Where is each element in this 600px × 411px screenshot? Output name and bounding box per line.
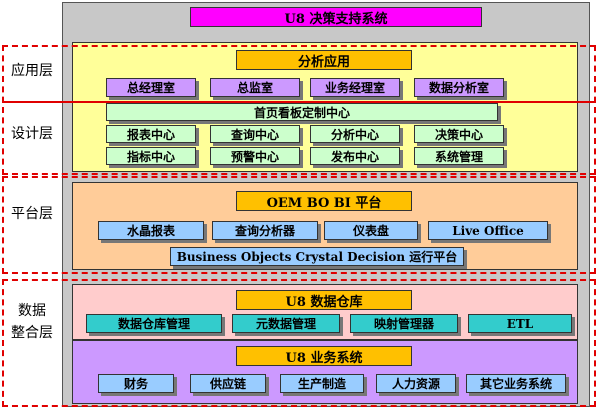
- layer-outline-platform: [2, 176, 596, 274]
- system-title: U8 决策支持系统: [190, 7, 482, 27]
- tool-box: 水晶报表: [98, 221, 204, 240]
- dashboard-center-box: 首页看板定制中心: [106, 103, 498, 121]
- warehouse-box: 数据仓库管理: [86, 314, 222, 333]
- layer-label-design: 设计层: [11, 126, 53, 142]
- role-box: 业务经理室: [310, 78, 400, 97]
- warehouse-box: 元数据管理: [232, 314, 340, 333]
- center-box: 预警中心: [210, 147, 300, 165]
- layer-label-app: 应用层: [11, 63, 53, 79]
- warehouse-box: 映射管理器: [350, 314, 458, 333]
- business-box: 财务: [98, 374, 174, 393]
- business-box: 供应链: [190, 374, 266, 393]
- business-box: 生产制造: [280, 374, 364, 393]
- center-box: 报表中心: [106, 125, 196, 143]
- analysis-title: 分析应用: [236, 50, 412, 70]
- business-panel: [72, 340, 578, 404]
- role-box: 总经理室: [106, 78, 196, 97]
- center-box: 决策中心: [414, 125, 504, 143]
- layer-label-platform: 平台层: [11, 206, 53, 222]
- layer-label-data-line2: 整合层: [11, 325, 53, 341]
- tool-box: 仪表盘: [324, 221, 418, 240]
- center-box: 系统管理: [414, 147, 504, 165]
- business-box: 人力资源: [376, 374, 456, 393]
- center-box: 分析中心: [310, 125, 400, 143]
- center-box: 查询中心: [210, 125, 300, 143]
- business-box: 其它业务系统: [466, 374, 566, 393]
- layer-outline-data: [2, 279, 596, 407]
- role-box: 数据分析室: [414, 78, 504, 97]
- app-design-divider: [2, 101, 596, 103]
- warehouse-box: ETL: [468, 314, 572, 333]
- role-box: 总监室: [210, 78, 300, 97]
- warehouse-title: U8 数据仓库: [236, 290, 412, 310]
- layer-outline-app-design: [2, 45, 596, 175]
- platform-title: OEM BO BI 平台: [236, 191, 412, 211]
- layer-label-data-line1: 数据: [18, 303, 46, 319]
- tool-box: Live Office: [428, 221, 548, 240]
- tool-box: 查询分析器: [212, 221, 318, 240]
- runtime-platform-box: Business Objects Crystal Decision 运行平台: [170, 247, 464, 266]
- layer-label-data: 数据 整合层: [4, 300, 60, 344]
- business-title: U8 业务系统: [236, 346, 412, 366]
- center-box: 发布中心: [310, 147, 400, 165]
- center-box: 指标中心: [106, 147, 196, 165]
